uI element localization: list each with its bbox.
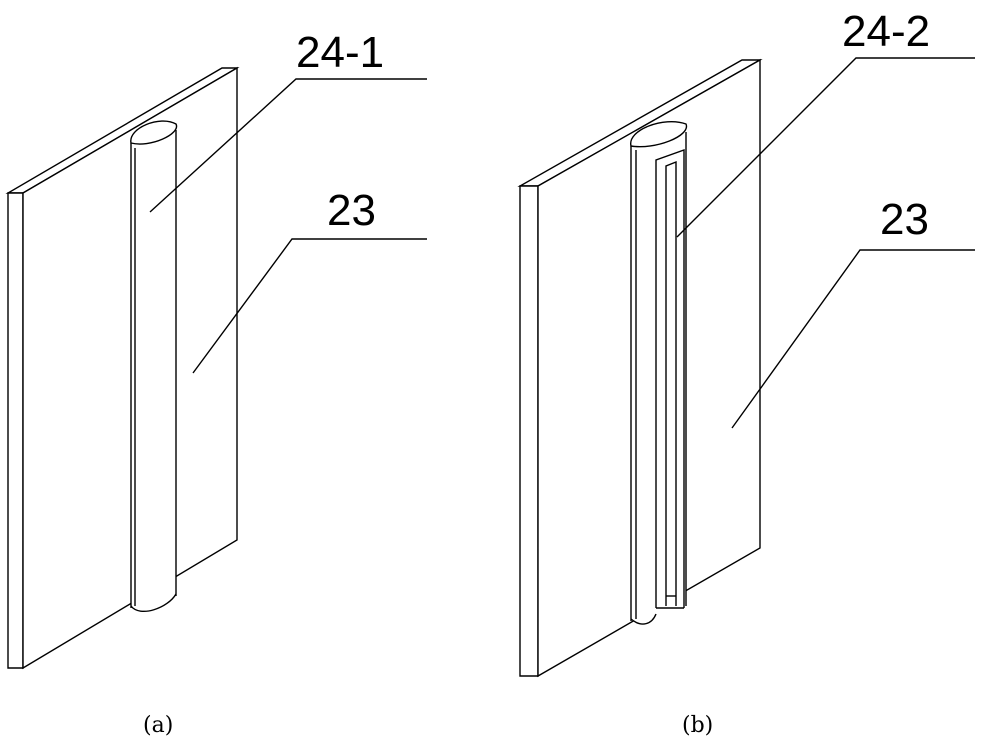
caption-b: (b)	[682, 713, 713, 738]
rod-body-fill-a	[131, 143, 176, 608]
rod-top-ellipse-b	[630, 121, 687, 148]
figure-b: 24-2 23 (b)	[517, 7, 975, 738]
label-24-2: 24-2	[842, 7, 930, 56]
slot-inner-b	[665, 160, 677, 606]
plate-side-edge-a	[7, 192, 24, 669]
slot-outer-b	[655, 149, 685, 608]
leader-24-1-a	[149, 78, 427, 213]
leader-23-a	[192, 238, 427, 374]
figure-a: 24-1 23 (a)	[5, 28, 427, 738]
label-24-1: 24-1	[296, 28, 384, 77]
rod-bottom-arc-a	[130, 593, 177, 612]
leader-23-b	[731, 249, 975, 429]
leader-24-2-b	[676, 57, 975, 238]
label-23-b: 23	[880, 195, 929, 244]
rod-body-fill-b	[631, 143, 686, 621]
caption-a: (a)	[143, 713, 173, 738]
label-23-a: 23	[327, 186, 376, 235]
rod-top-ellipse-a	[130, 120, 178, 145]
plate-front-face-a	[22, 66, 238, 670]
plate-side-edge-b	[519, 185, 539, 677]
rod-bottom-arc-b	[630, 613, 657, 625]
